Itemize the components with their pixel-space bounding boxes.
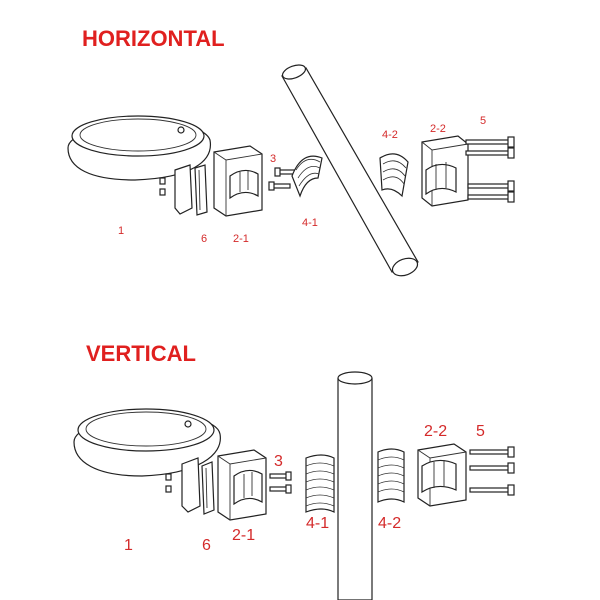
- horizontal-screws-small: [268, 167, 297, 191]
- h-label-2-2: 2-2: [430, 123, 446, 135]
- vertical-screws-long: [469, 446, 515, 496]
- h-label-6: 6: [201, 233, 207, 245]
- vertical-clamp-block-1: [217, 449, 267, 521]
- v-label-2-1: 2-1: [232, 527, 255, 544]
- h-label-4-1: 4-1: [302, 217, 318, 229]
- horizontal-round-light: [67, 115, 211, 215]
- v-label-5: 5: [476, 423, 485, 440]
- horizontal-pipe: [281, 64, 419, 277]
- h-label-3: 3: [270, 153, 276, 165]
- vertical-spacer: [201, 461, 215, 515]
- vertical-clamp-block-2: [417, 443, 467, 507]
- horizontal-insert-1: [291, 155, 323, 198]
- vertical-title: VERTICAL: [86, 341, 196, 366]
- vertical-pipe: [337, 371, 373, 600]
- h-label-2-1: 2-1: [233, 233, 249, 245]
- vertical-insert-1: [305, 454, 335, 513]
- v-label-4-2: 4-2: [378, 515, 401, 532]
- horizontal-insert-2: [379, 153, 409, 198]
- h-label-1: 1: [118, 225, 124, 237]
- v-label-2-2: 2-2: [424, 423, 447, 440]
- v-label-1: 1: [124, 537, 133, 554]
- v-label-4-1: 4-1: [306, 515, 329, 532]
- horizontal-screws-long: [465, 136, 515, 203]
- vertical-round-light: [73, 408, 221, 513]
- v-label-3: 3: [274, 453, 283, 470]
- h-label-4-2: 4-2: [382, 129, 398, 141]
- horizontal-clamp-block-1: [213, 145, 263, 217]
- horizontal-spacer: [194, 164, 208, 216]
- vertical-screws-small: [269, 471, 292, 494]
- horizontal-title: HORIZONTAL: [82, 26, 225, 51]
- horizontal-clamp-block-2: [421, 135, 469, 207]
- h-label-5: 5: [480, 115, 486, 127]
- v-label-6: 6: [202, 537, 211, 554]
- vertical-insert-2: [377, 448, 405, 503]
